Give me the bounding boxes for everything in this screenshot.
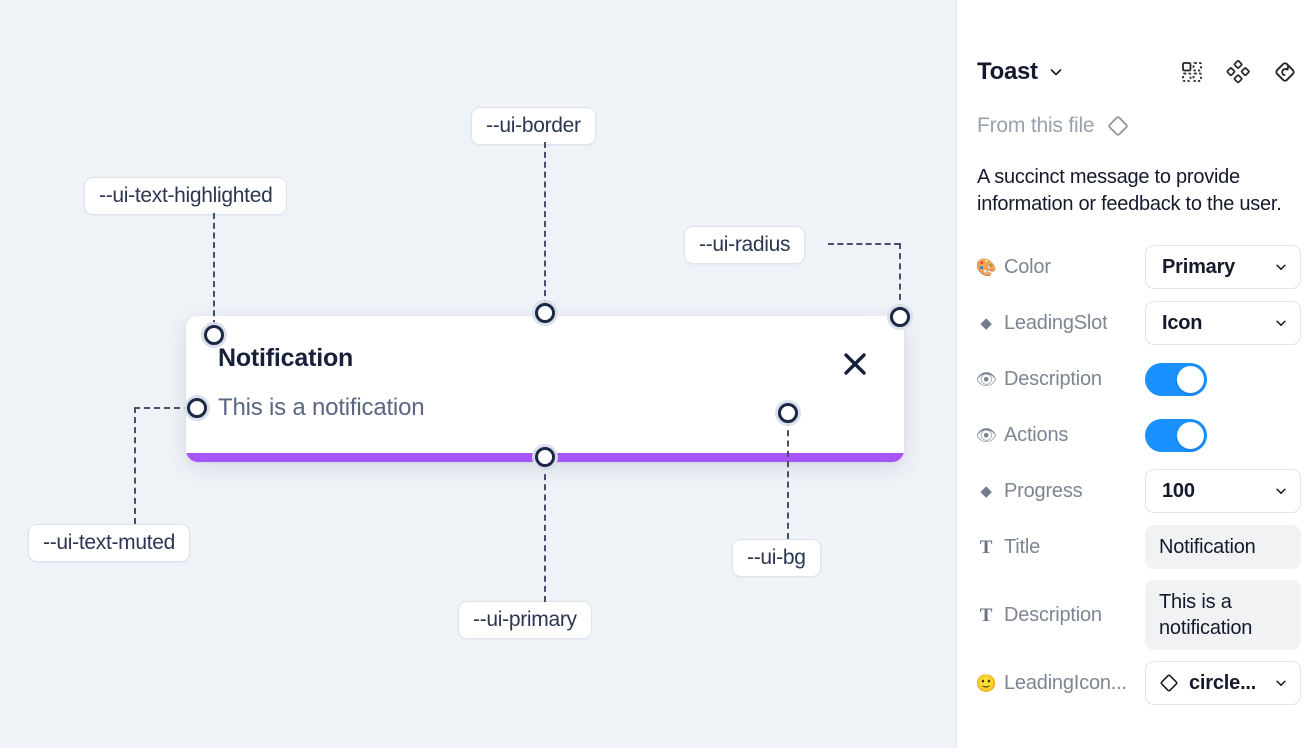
- property-control-leading-icon: circle...: [1145, 661, 1301, 705]
- palette-emoji-icon: 🎨: [977, 257, 997, 277]
- eye-emoji-icon: 👁: [977, 425, 997, 445]
- design-canvas[interactable]: Notification This is a notification --ui…: [0, 0, 956, 748]
- connector-ui-border: [544, 142, 546, 306]
- anchor-dot-text-muted[interactable]: [187, 398, 207, 418]
- property-row-leading-icon: 🙂 LeadingIcon... circle...: [977, 660, 1301, 706]
- property-label-color: 🎨 Color: [977, 256, 1145, 279]
- property-label-description-text: T Description: [977, 604, 1145, 627]
- property-control-progress: 100: [1145, 469, 1301, 513]
- property-label-text: Description: [1004, 367, 1102, 390]
- properties-panel: Toast: [956, 0, 1312, 748]
- connector-ui-text-highlighted: [213, 213, 215, 326]
- chevron-down-icon: [1274, 260, 1288, 274]
- property-label-title: T Title: [977, 536, 1145, 559]
- property-label-description-toggle: 👁 Description: [977, 368, 1145, 391]
- component-description: A succinct message to provide informatio…: [977, 166, 1282, 215]
- property-label-text: Color: [1004, 255, 1051, 278]
- close-x-icon[interactable]: [840, 349, 870, 379]
- property-label-text: Title: [1004, 535, 1041, 558]
- description-input[interactable]: This is a notification: [1145, 580, 1301, 650]
- progress-select-value: 100: [1162, 479, 1195, 502]
- property-label-text: Actions: [1004, 423, 1069, 446]
- panel-header-icons: [1180, 59, 1298, 85]
- property-control-title: Notification: [1145, 525, 1301, 569]
- connector-ui-text-muted-vertical: [134, 407, 136, 524]
- component-set-icon[interactable]: [1180, 60, 1204, 84]
- property-control-actions-toggle: [1145, 418, 1298, 452]
- toast-title: Notification: [218, 344, 354, 372]
- diamond-component-icon: [1106, 114, 1130, 138]
- diamond-icon: ◆: [980, 482, 992, 500]
- toggle-knob: [1177, 421, 1204, 449]
- property-control-leading-slot: Icon: [1145, 301, 1301, 345]
- chevron-down-icon[interactable]: [1048, 64, 1064, 80]
- connector-ui-primary: [544, 464, 546, 602]
- toast-description: This is a notification: [218, 394, 425, 421]
- property-row-leading-slot: ◆ LeadingSlot Icon: [977, 300, 1301, 346]
- anchor-dot-primary[interactable]: [535, 447, 555, 467]
- connector-ui-bg: [787, 420, 789, 539]
- smiley-emoji-icon: 🙂: [977, 673, 997, 693]
- property-label-progress: ◆ Progress: [977, 480, 1145, 503]
- from-this-file-label: From this file: [977, 114, 1095, 137]
- progress-select[interactable]: 100: [1145, 469, 1301, 513]
- from-this-file-row[interactable]: From this file: [977, 114, 1130, 138]
- text-property-icon: T: [979, 604, 993, 626]
- variants-cluster-icon[interactable]: [1226, 60, 1250, 84]
- panel-header: Toast: [977, 52, 1298, 92]
- property-label-leading-slot: ◆ LeadingSlot: [977, 312, 1145, 335]
- property-row-actions-toggle: 👁 Actions: [977, 412, 1298, 458]
- anchor-dot-text-highlighted[interactable]: [204, 325, 224, 345]
- panel-title: Toast: [977, 58, 1038, 85]
- diamond-icon: ◆: [980, 314, 992, 332]
- property-row-color: 🎨 Color Primary: [977, 244, 1301, 290]
- property-label-text: LeadingIcon...: [1004, 671, 1127, 694]
- text-property-icon: T: [979, 536, 993, 558]
- title-input[interactable]: Notification: [1145, 525, 1301, 569]
- property-row-description-text: T Description This is a notification: [977, 580, 1301, 650]
- connector-ui-text-muted-horizontal: [134, 407, 190, 409]
- property-control-color: Primary: [1145, 245, 1301, 289]
- color-select-value: Primary: [1162, 255, 1236, 278]
- property-label-text: Progress: [1004, 479, 1083, 502]
- leading-slot-select[interactable]: Icon: [1145, 301, 1301, 345]
- reset-instance-icon[interactable]: [1272, 59, 1298, 85]
- actions-toggle[interactable]: [1145, 418, 1207, 452]
- annotation-pill-ui-bg[interactable]: --ui-bg: [732, 539, 821, 577]
- annotation-pill-ui-radius[interactable]: --ui-radius: [684, 226, 806, 264]
- connector-ui-radius-vertical: [899, 243, 901, 310]
- anchor-dot-bg[interactable]: [778, 403, 798, 423]
- description-toggle[interactable]: [1145, 362, 1207, 396]
- chevron-down-icon: [1274, 484, 1288, 498]
- property-row-progress: ◆ Progress 100: [977, 468, 1301, 514]
- annotation-pill-ui-primary[interactable]: --ui-primary: [458, 601, 592, 639]
- leading-icon-select[interactable]: circle...: [1145, 661, 1301, 705]
- property-label-leading-icon: 🙂 LeadingIcon...: [977, 672, 1145, 695]
- color-select[interactable]: Primary: [1145, 245, 1301, 289]
- leading-slot-select-value: Icon: [1162, 311, 1203, 334]
- annotation-pill-ui-border[interactable]: --ui-border: [471, 107, 596, 145]
- eye-emoji-icon: 👁: [977, 369, 997, 389]
- property-list: 🎨 Color Primary: [977, 244, 1301, 716]
- annotation-pill-ui-text-highlighted[interactable]: --ui-text-highlighted: [84, 177, 288, 215]
- leading-icon-select-value: circle...: [1189, 671, 1257, 694]
- property-control-description-toggle: [1145, 362, 1298, 396]
- annotation-pill-ui-text-muted[interactable]: --ui-text-muted: [28, 524, 191, 562]
- property-row-description-toggle: 👁 Description: [977, 356, 1298, 402]
- property-label-text: Description: [1004, 603, 1102, 626]
- anchor-dot-radius[interactable]: [890, 307, 910, 327]
- chevron-down-icon: [1274, 676, 1288, 690]
- toggle-knob: [1177, 365, 1204, 393]
- property-label-actions-toggle: 👁 Actions: [977, 424, 1145, 447]
- connector-ui-radius-horizontal: [828, 243, 900, 245]
- anchor-dot-border[interactable]: [535, 303, 555, 323]
- diamond-component-icon: [1158, 672, 1180, 694]
- property-row-title: T Title Notification: [977, 524, 1301, 570]
- property-control-description-text: This is a notification: [1145, 580, 1301, 650]
- toast-preview-card[interactable]: Notification This is a notification: [186, 316, 904, 462]
- chevron-down-icon: [1274, 316, 1288, 330]
- property-label-text: LeadingSlot: [1004, 311, 1108, 334]
